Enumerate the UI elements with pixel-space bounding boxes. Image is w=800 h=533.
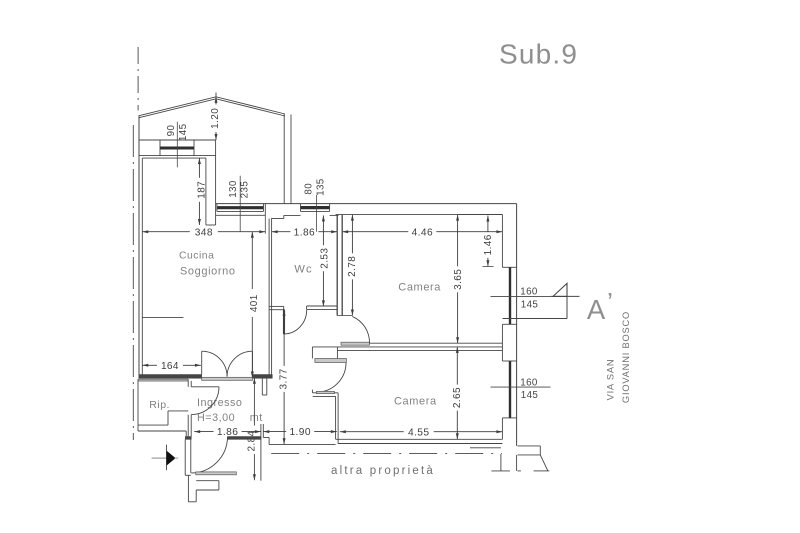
svg-text:Sub.9: Sub.9: [499, 39, 578, 70]
svg-text:A: A: [587, 294, 606, 325]
svg-text:160: 160: [520, 377, 538, 388]
svg-text:348: 348: [195, 227, 213, 238]
svg-text:145: 145: [178, 123, 189, 141]
svg-text:H=3,00: H=3,00: [197, 412, 235, 424]
svg-text:164: 164: [161, 361, 179, 372]
svg-text:2.65: 2.65: [452, 387, 463, 408]
svg-text:187: 187: [197, 181, 208, 199]
svg-text:3.77: 3.77: [278, 368, 289, 389]
svg-text:1.86: 1.86: [217, 427, 238, 438]
svg-text:Camera: Camera: [394, 395, 437, 407]
svg-text:80: 80: [304, 183, 315, 195]
svg-text:VIA SAN: VIA SAN: [606, 359, 616, 401]
svg-text:Ingresso: Ingresso: [197, 397, 242, 409]
svg-text:2.78: 2.78: [347, 256, 358, 277]
svg-text:4.55: 4.55: [408, 427, 429, 438]
svg-text:1.46: 1.46: [483, 234, 494, 255]
svg-text:Camera: Camera: [398, 281, 441, 293]
svg-text:Soggiorno: Soggiorno: [180, 266, 236, 278]
svg-text:1.90: 1.90: [289, 427, 310, 438]
svg-text:Wc: Wc: [294, 263, 313, 275]
svg-text:135: 135: [316, 178, 327, 196]
svg-text:1.86: 1.86: [294, 227, 315, 238]
svg-text:altra proprietà: altra proprietà: [331, 465, 435, 477]
svg-text:1.20: 1.20: [210, 108, 221, 129]
svg-text:3.65: 3.65: [453, 269, 464, 290]
svg-text:4.46: 4.46: [412, 227, 433, 238]
svg-text:401: 401: [249, 294, 260, 312]
svg-text:’: ’: [607, 287, 613, 317]
svg-text:130: 130: [228, 180, 239, 198]
svg-text:90: 90: [166, 125, 177, 137]
svg-text:GIOVANNI BOSCO: GIOVANNI BOSCO: [621, 311, 631, 403]
svg-text:2.53: 2.53: [319, 248, 330, 269]
svg-text:Cucina: Cucina: [179, 251, 214, 262]
svg-text:145: 145: [521, 299, 539, 310]
svg-text:145: 145: [521, 390, 539, 401]
svg-text:Rip.: Rip.: [149, 399, 170, 411]
svg-text:2.84: 2.84: [246, 430, 257, 451]
svg-text:160: 160: [520, 287, 538, 298]
svg-text:235: 235: [240, 181, 251, 199]
svg-text:mt: mt: [250, 412, 263, 424]
